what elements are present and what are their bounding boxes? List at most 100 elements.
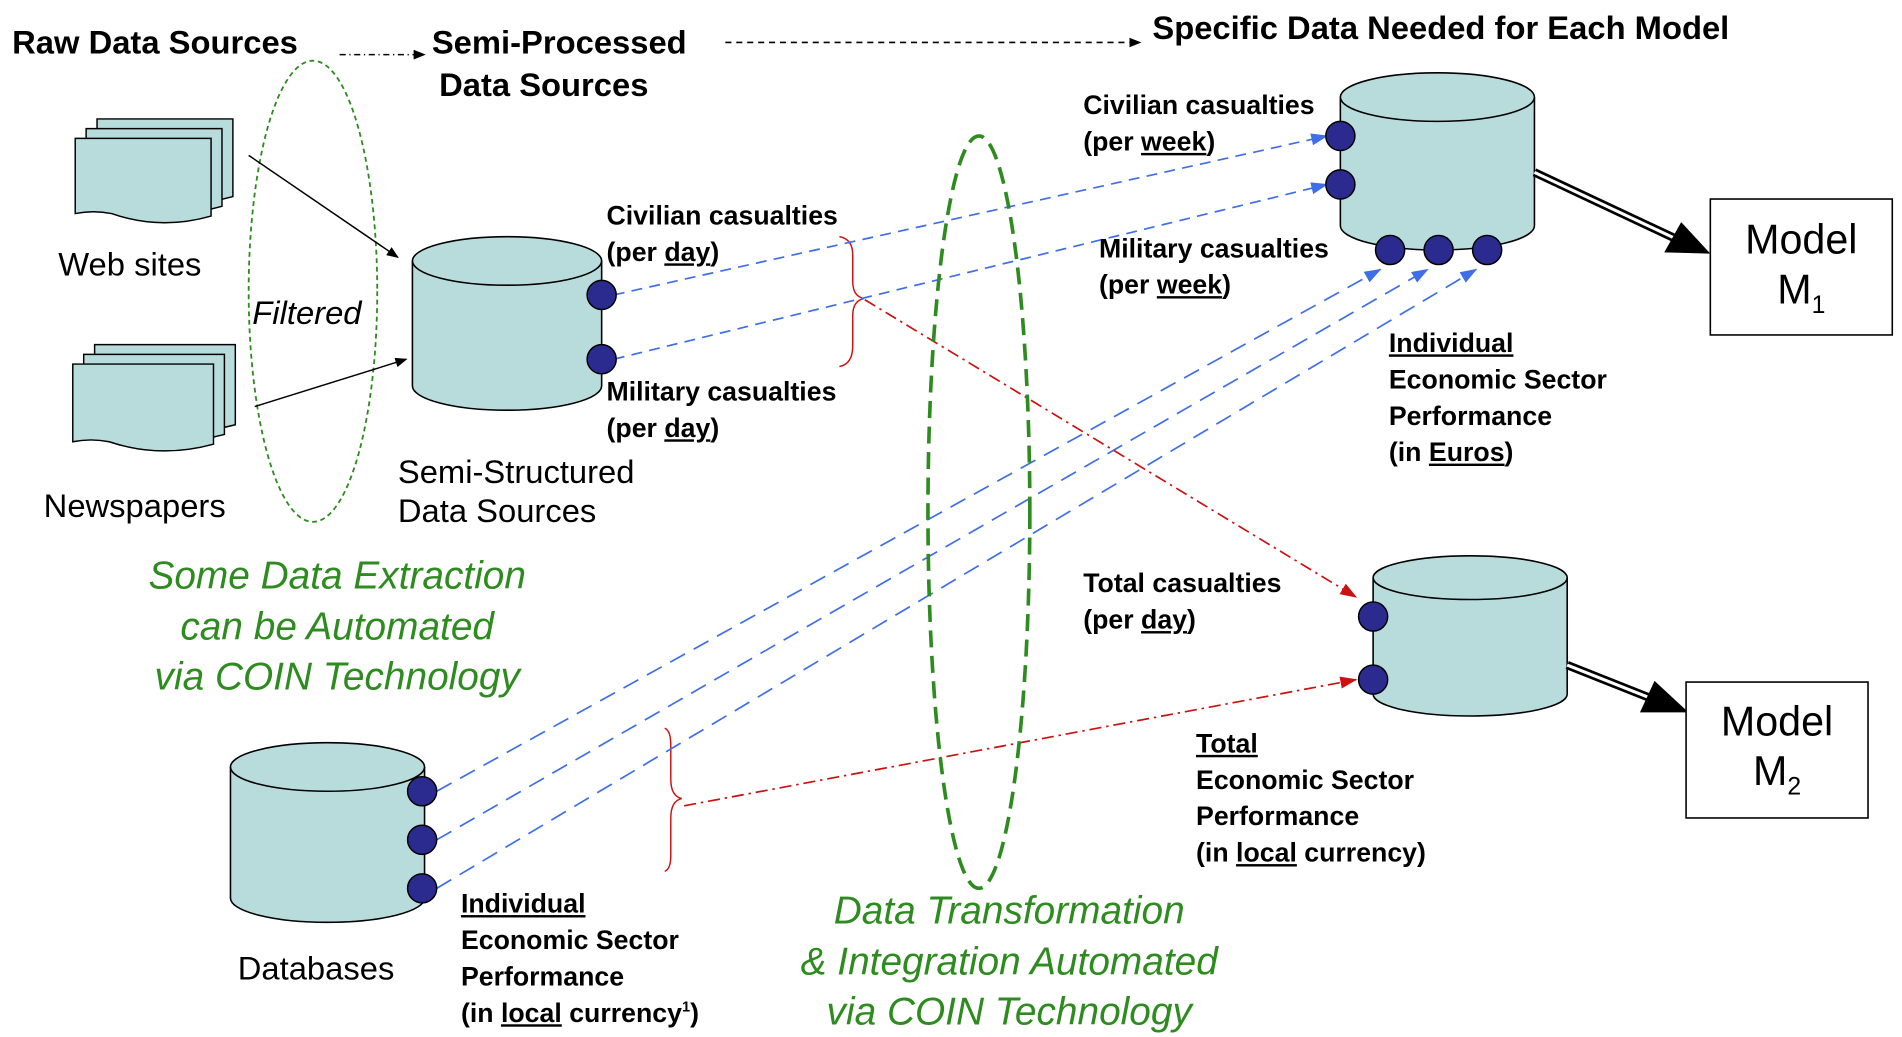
transformation-caption-line1: Data Transformation <box>833 888 1185 933</box>
newspapers-label: Newspapers <box>43 487 226 525</box>
db-econ-line1: Individual <box>460 888 586 919</box>
m1-military-unit: week <box>1156 269 1223 300</box>
m2-feed-arrow <box>1565 661 1689 713</box>
db-port1-to-m1-arrow <box>436 268 1382 793</box>
model1-subscript: 1 <box>1811 291 1826 319</box>
semi-civilian-title: Civilian casualties <box>606 200 838 231</box>
m1-civilian-field-label: Civilian casualties (per week) <box>1083 87 1314 160</box>
m1-port-econ-3 <box>1471 234 1503 266</box>
m2-total-title: Total casualties <box>1083 567 1282 599</box>
db-fields-brace <box>664 727 682 873</box>
m2-econ-line3: Performance <box>1196 800 1360 832</box>
semi-military-unit: day <box>664 412 711 443</box>
semi-military-open: (per <box>606 412 665 443</box>
db-econ-line4-unit: local <box>500 997 562 1028</box>
m1-military-close: ) <box>1222 269 1232 300</box>
m2-total-casualties-label: Total casualties (per day) <box>1083 566 1281 639</box>
m2-econ-line4-open: (in <box>1196 837 1237 868</box>
m2-port-econ <box>1357 664 1389 695</box>
semi-structured-label-line1: Semi-Structured <box>397 453 635 491</box>
specific-data-header: Specific Data Needed for Each Model <box>1152 9 1730 47</box>
m1-military-open: (per <box>1098 269 1157 300</box>
web-to-semi-arrow <box>248 154 399 258</box>
db-port-3 <box>406 873 438 904</box>
extraction-caption-line1: Some Data Extraction <box>148 553 526 598</box>
model2-box <box>1685 681 1869 819</box>
db-econ-footnote: 1 <box>681 998 691 1016</box>
semi-civilian-close: ) <box>710 236 720 267</box>
m1-port-econ-1 <box>1374 234 1406 266</box>
web-sites-label: Web sites <box>58 246 202 283</box>
db-port2-to-m1-arrow <box>436 268 1429 841</box>
m1-econ-line4-close: ) <box>1504 436 1514 467</box>
m1-port-econ-2 <box>1423 234 1454 266</box>
db-econ-line2: Economic Sector <box>460 924 679 955</box>
db-econ-line4-close: ) <box>690 997 700 1028</box>
m2-econ-line4-rest: currency) <box>1296 837 1426 868</box>
extraction-caption-line2: can be Automated <box>180 603 495 648</box>
civilian-to-m1-arrow <box>613 133 1329 296</box>
m1-econ-line2: Economic Sector <box>1388 363 1607 395</box>
databases-cylinder <box>229 741 426 924</box>
m2-total-close: ) <box>1187 604 1196 635</box>
m2-econ-field-label: Total Economic Sector Performance (in lo… <box>1196 726 1426 871</box>
extraction-caption: Some Data Extraction can be Automated vi… <box>112 551 563 702</box>
extraction-caption-line3: via COIN Technology <box>154 654 520 699</box>
model1-label: Model M1 <box>1710 216 1892 320</box>
m1-econ-line4-open: (in <box>1388 436 1429 467</box>
semi-structured-label: Semi-Structured Data Sources <box>398 454 635 531</box>
semi-processed-header-line2: Data Sources <box>439 66 649 104</box>
web-sites-document-icon <box>74 118 234 224</box>
transformation-caption: Data Transformation & Integration Automa… <box>754 886 1263 1037</box>
model1-name: Model <box>1745 217 1858 264</box>
m1-feed-arrow <box>1532 168 1711 254</box>
m1-econ-line1: Individual <box>1388 327 1514 359</box>
m1-civilian-title: Civilian casualties <box>1083 89 1315 121</box>
filtered-label: Filtered <box>252 294 362 332</box>
db-econ-line4-rest: currency <box>561 997 682 1028</box>
db-econ-field-label: Individual Economic Sector Performance (… <box>461 886 699 1031</box>
ports <box>406 120 1503 904</box>
raw-data-sources-header: Raw Data Sources <box>12 24 298 61</box>
m1-military-field-label: Military casualties (per week) <box>1099 231 1329 304</box>
databases-label: Databases <box>237 950 395 987</box>
m1-military-title: Military casualties <box>1098 233 1329 264</box>
m2-port-total <box>1357 601 1389 632</box>
transformation-caption-line2: & Integration Automated <box>800 938 1218 983</box>
newspapers-document-icon <box>72 343 237 452</box>
model2-letter: M <box>1752 748 1788 795</box>
m1-port-military <box>1325 169 1356 200</box>
filtered-ellipse <box>247 59 379 523</box>
blue-mapping-arrows <box>436 133 1478 890</box>
model2-label: Model M2 <box>1686 698 1868 802</box>
db-port-2 <box>406 824 438 856</box>
m1-port-civilian <box>1325 120 1356 152</box>
semi-port-military <box>586 343 617 375</box>
db-port3-to-m1-arrow <box>436 268 1478 890</box>
model2-subscript: 2 <box>1787 773 1802 801</box>
m2-total-open: (per <box>1083 604 1142 635</box>
m1-civilian-open: (per <box>1083 126 1142 157</box>
semi-processed-header: Semi-Processed Data Sources <box>432 22 687 107</box>
semi-processed-header-line1: Semi-Processed <box>431 24 687 61</box>
semi-structured-label-line2: Data Sources <box>397 492 597 529</box>
db-econ-line4-open: (in <box>460 997 501 1028</box>
model1-data-cylinder <box>1339 72 1536 251</box>
m1-econ-line4-unit: Euros <box>1428 436 1505 467</box>
m2-econ-line2: Economic Sector <box>1196 764 1415 795</box>
model2-name: Model <box>1720 699 1834 746</box>
db-econ-line3: Performance <box>460 960 625 992</box>
model1-box <box>1709 198 1894 336</box>
semi-civilian-unit: day <box>664 236 711 267</box>
m1-civilian-unit: week <box>1141 126 1207 157</box>
m1-econ-field-label: Individual Economic Sector Performance (… <box>1389 325 1607 470</box>
m2-econ-line4-unit: local <box>1236 837 1297 868</box>
semi-port-civilian <box>586 279 617 311</box>
m1-civilian-close: ) <box>1206 126 1216 157</box>
model2-data-cylinder <box>1372 555 1568 717</box>
db-port-1 <box>406 775 438 807</box>
military-to-m1-arrow <box>613 182 1329 361</box>
m2-total-unit: day <box>1141 604 1188 635</box>
